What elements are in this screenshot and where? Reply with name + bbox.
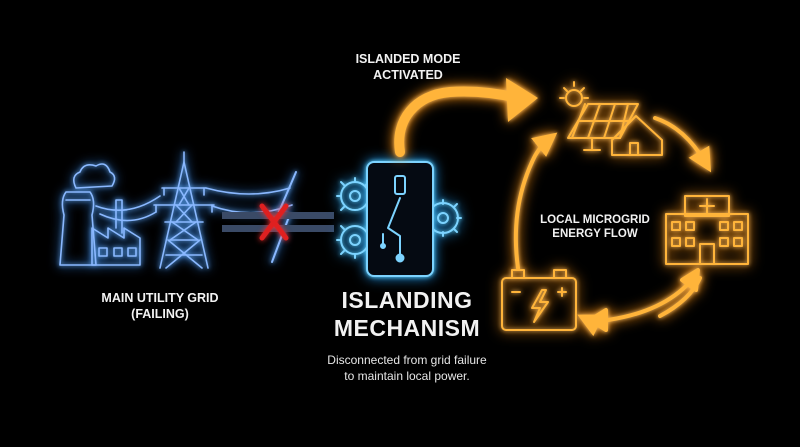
mechanism-title-line: MECHANISM — [333, 314, 481, 341]
break-x-icon — [259, 203, 289, 241]
mechanism-description-line: Disconnected from grid failure — [327, 353, 487, 367]
mechanism-description-line: to maintain local power. — [344, 369, 470, 384]
factory-icon — [91, 199, 141, 266]
mechanism-title: ISLANDING MECHANISM — [312, 287, 502, 342]
grid-label: MAIN UTILITY GRID (FAILING) — [80, 291, 240, 322]
islanded-mode-label: ISLANDED MODE ACTIVATED — [338, 52, 478, 83]
power-plant-icon — [59, 163, 116, 266]
grid-label-line: (FAILING) — [131, 306, 189, 321]
microgrid-label-line: LOCAL MICROGRID — [540, 214, 650, 226]
switch-panel-icon — [366, 161, 434, 277]
mode-label-line: ACTIVATED — [373, 67, 443, 82]
grid-label-line: MAIN UTILITY GRID — [101, 291, 219, 305]
mechanism-description: Disconnected from grid failure to mainta… — [292, 352, 522, 384]
battery-icon — [501, 269, 577, 331]
solar-home-icon — [559, 81, 663, 156]
battery-hospital-arrow — [588, 268, 700, 332]
microgrid-label: LOCAL MICROGRID ENERGY FLOW — [525, 213, 665, 242]
transmission-tower-icon — [153, 151, 215, 269]
islanded-mode-arrow — [394, 78, 538, 157]
microgrid-flow-arrows — [513, 116, 712, 337]
mechanism-title-line: ISLANDING — [341, 287, 473, 313]
microgrid-label-line: ENERGY FLOW — [552, 228, 638, 241]
hospital-icon — [665, 195, 749, 265]
mode-label-line: ISLANDED MODE — [355, 52, 461, 66]
